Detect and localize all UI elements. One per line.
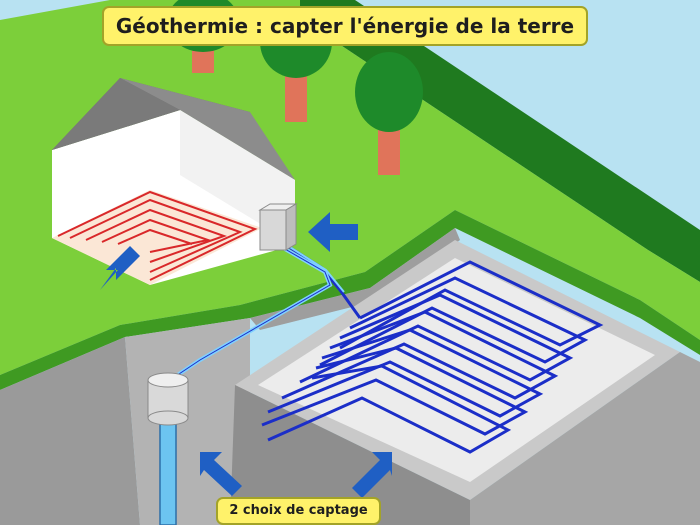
arrow-icon <box>200 452 242 496</box>
arrow-icon <box>100 246 140 290</box>
arrow-icon <box>352 452 392 498</box>
caption-banner: 2 choix de captage <box>216 497 381 525</box>
house-icon <box>52 78 295 285</box>
tree-icon <box>355 52 423 175</box>
grass-edge <box>0 210 700 390</box>
title-banner: Géothermie : capter l'énergie de la terr… <box>102 6 588 46</box>
arrow-icon <box>308 212 358 252</box>
horizontal-collector <box>261 260 604 454</box>
pit-left-wall <box>0 337 140 525</box>
collector-feed-pipe-light <box>281 241 345 293</box>
well-tank-icon <box>147 372 189 426</box>
heat-pump-icon <box>258 203 298 251</box>
pit-right-side-wall <box>230 385 470 525</box>
well-pipe-outline <box>169 244 331 381</box>
pit-right-front-wall <box>470 352 700 525</box>
